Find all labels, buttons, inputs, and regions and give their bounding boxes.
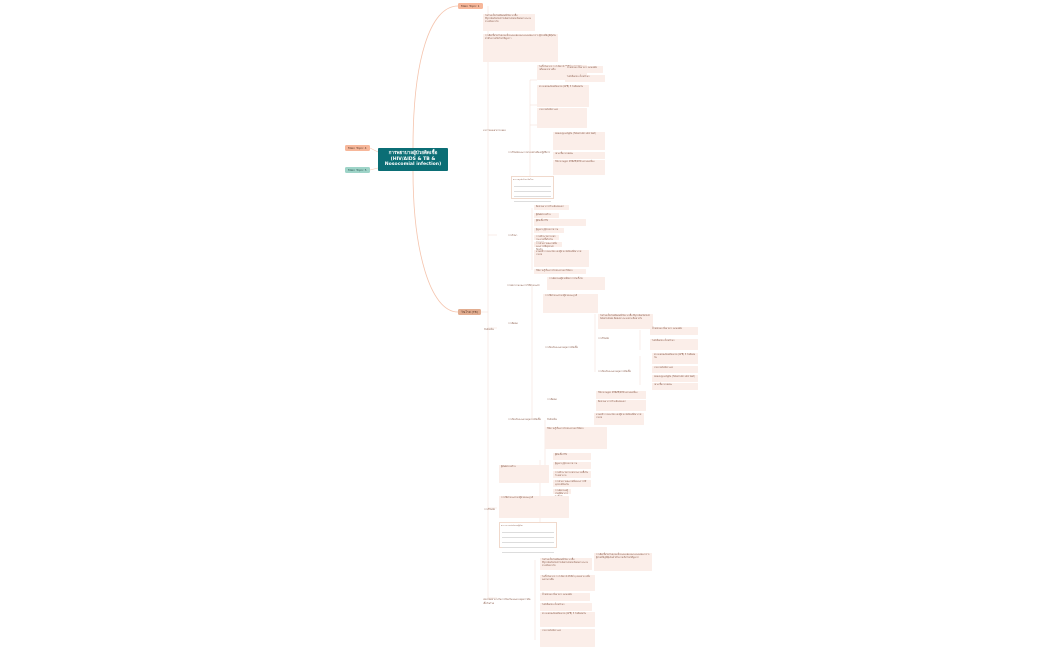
note: ถ่ายภาพรังสีทรวงอก — [540, 629, 595, 647]
main-topic-tb[interactable]: วัณโรค (TB) — [458, 309, 481, 315]
note: การคัดกรองผู้ป่วยที่มีอาการไอเรื้อรัง — [553, 489, 571, 498]
note: ผู้สัมผัสร่วมบ้าน — [499, 465, 549, 483]
note: การทำความสะอาดมือและการใช้อุปกรณ์ป้องกัน — [534, 242, 562, 251]
note: การให้คำแนะนำแก่ผู้ป่วยและญาติ — [499, 496, 569, 518]
note: การติดเชื้อวัณโรคแบ่งเป็นระยะแฝงและระยะแ… — [483, 34, 558, 62]
subtopic-prevention[interactable]: การป้องกันและควบคุมการติดเชื้อ — [545, 346, 578, 349]
subtopic-nurse-role[interactable]: บทบาทพยาบาลในการป้องกันและควบคุมการติดเช… — [483, 598, 531, 605]
note: ตรวจเสมหะย้อมสีทนกรด (AFB) 3 วันติดต่อกั… — [537, 85, 589, 107]
main-topic-4[interactable]: Main Topic 4 — [345, 145, 370, 151]
note: เพาะเชื้อจากเสมหะ — [553, 152, 605, 159]
subtopic-diagnosis-2[interactable]: การวินิจฉัย — [484, 508, 496, 511]
drug-table-image[interactable]: ตารางสรุปยารักษาวัณโรค — [511, 176, 554, 202]
subtopic-label[interactable]: ปัจจัยเสี่ยง — [547, 418, 558, 421]
note: ผู้ติดเชื้อ HIV — [534, 219, 586, 226]
subtopic-transmission[interactable]: การติดต่อ — [508, 322, 518, 325]
note: สวมหน้ากากอนามัย แยกผู้ป่วย จัดห้องที่มี… — [534, 250, 589, 267]
subtopic-label[interactable]: การติดต่อ — [547, 398, 557, 401]
note: วัณโรคเป็นโรคติดต่อที่เกิดจากเชื้อ Mycob… — [483, 14, 535, 31]
note: ผู้สัมผัสร่วมบ้าน — [534, 213, 559, 218]
note: ผู้สูงอายุ ผู้ป่วยเบาหวาน — [534, 228, 564, 233]
note: การเฝ้าระวังการแพร่กระจายเชื้อในโรงพยาบา… — [553, 471, 591, 478]
note: ติดตามอาการข้างเคียงของยา — [534, 205, 569, 210]
note: วัณโรคเป็นโรคติดต่อที่เกิดจากเชื้อ Mycob… — [540, 558, 592, 570]
note: สวมหน้ากากอนามัย แยกผู้ป่วย จัดห้องที่มี… — [594, 413, 644, 425]
note: ทดสอบทูเบอร์คูลิน (Tuberculin skin test) — [652, 375, 698, 382]
table-caption: ตารางการแบ่งประเภทผู้ป่วย — [501, 525, 523, 527]
note: การติดเชื้อวัณโรคแบ่งเป็นระยะแฝงและระยะแ… — [594, 553, 652, 571]
note: ให้ความรู้เรื่องการรับประทานยาให้ครบ — [545, 427, 607, 449]
note: ไอมีเลือดปน เจ็บหน้าอก — [565, 75, 605, 82]
note: ไอมีเลือดปน เจ็บหน้าอก — [540, 603, 592, 611]
note: น้ำหนักลด เบื่ออาหาร อ่อนเพลีย — [540, 593, 590, 601]
note: ให้ความรู้เรื่องการรับประทานยาให้ครบ — [534, 269, 586, 274]
note: ไอมีเลือดปน เจ็บหน้าอก — [650, 339, 698, 350]
note: การทำความสะอาดมือและการใช้อุปกรณ์ป้องกัน — [553, 480, 591, 487]
note: การเฝ้าระวังการแพร่กระจายเชื้อในโรงพยาบา… — [534, 235, 559, 244]
note: ถ่ายภาพรังสีทรวงอก — [537, 108, 587, 128]
note: ไอเรื้อรังมากกว่า 2 สัปดาห์ มีไข้ต่ำๆ ตอ… — [540, 575, 595, 591]
main-topic-1[interactable]: Main Topic 1 — [458, 3, 483, 9]
subtopic-label[interactable]: การป้องกันและควบคุมการติดเชื้อ — [598, 370, 631, 373]
table-caption: ตารางสรุปยารักษาวัณโรค — [513, 179, 534, 181]
subtopic-symptoms[interactable]: อาการและอาการแสดง — [483, 129, 506, 132]
subtopic-risk[interactable]: ปัจจัยเสี่ยง — [484, 328, 495, 331]
note: ผู้สูงอายุ ผู้ป่วยเบาหวาน — [553, 462, 591, 469]
note: ผู้ติดเชื้อ HIV — [553, 453, 591, 460]
note: วัณโรคเป็นโรคติดต่อที่เกิดจากเชื้อ Mycob… — [598, 314, 653, 329]
note: ตรวจเสมหะย้อมสีทนกรด (AFB) 3 วันติดต่อกั… — [540, 612, 595, 627]
subtopic-treatment[interactable]: การรักษา — [508, 234, 518, 237]
note: ให้ยาตามสูตร 2HRZE/4HR อย่างต่อเนื่อง — [596, 391, 646, 399]
central-topic[interactable]: การพยาบาลผู้ป่วยติดเชื้อ (HIV/AIDS & TB … — [378, 148, 448, 171]
main-topic-5[interactable]: Main Topic 5 — [345, 167, 370, 173]
note: การให้คำแนะนำแก่ผู้ป่วยและญาติ — [543, 294, 598, 313]
note: การคัดกรองผู้ป่วยที่มีอาการไอเรื้อรัง — [547, 277, 605, 290]
note: ทดสอบทูเบอร์คูลิน (Tuberculin skin test) — [553, 132, 605, 150]
classification-table-image[interactable]: ตารางการแบ่งประเภทผู้ป่วย — [499, 522, 557, 553]
note: น้ำหนักลด เบื่ออาหาร อ่อนเพลีย — [565, 66, 603, 73]
subtopic-control[interactable]: การป้องกันและควบคุมการติดเชื้อ — [508, 418, 541, 421]
note: น้ำหนักลด เบื่ออาหาร อ่อนเพลีย — [650, 327, 698, 335]
note: ติดตามอาการข้างเคียงของยา — [596, 400, 646, 411]
subtopic-label[interactable]: การวินิจฉัย — [598, 337, 610, 340]
note: เพาะเชื้อจากเสมหะ — [652, 383, 698, 390]
note: ตรวจเสมหะย้อมสีทนกรด (AFB) 3 วันติดต่อกั… — [652, 353, 698, 364]
subtopic-nursing[interactable]: การพยาบาลและการให้คำแนะนำ — [507, 284, 540, 287]
subtopic-diagnosis[interactable]: การวินิจฉัยและการตรวจทางห้องปฏิบัติการ — [508, 151, 551, 154]
note: ถ่ายภาพรังสีทรวงอก — [652, 366, 698, 373]
note: ให้ยาตามสูตร 2HRZE/4HR อย่างต่อเนื่อง — [553, 160, 605, 175]
